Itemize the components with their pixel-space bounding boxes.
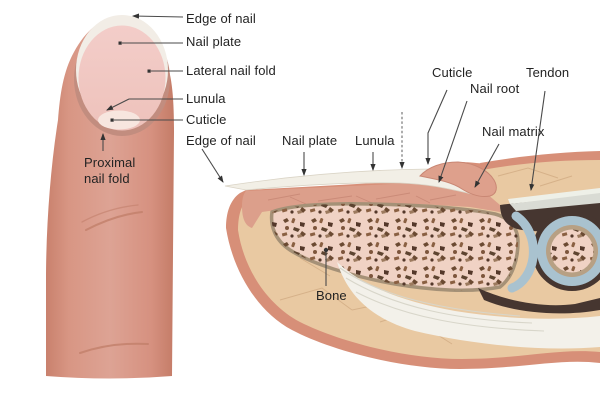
label-cuticle-cs: Cuticle (432, 65, 473, 80)
label-edge-of-nail-cs: Edge of nail (186, 133, 256, 148)
finger-crease-upper-2 (81, 204, 139, 223)
cs-capsule-bottom (478, 288, 600, 314)
cs-tendon-fibers (339, 267, 545, 332)
label-nail-plate-cs: Nail plate (282, 133, 338, 148)
leader-tendon (529, 90, 546, 191)
leader-lines (100, 13, 546, 286)
label-nail-matrix: Nail matrix (482, 124, 545, 139)
leader-nail-matrix (474, 143, 500, 188)
leader-lunula-top (106, 98, 183, 111)
label-cuticle-top: Cuticle (186, 112, 227, 127)
leader-edge-of-nail-top (132, 13, 184, 19)
nail-plate-top (78, 25, 166, 131)
label-lunula-cs: Lunula (355, 133, 395, 148)
leader-bone-dot (323, 247, 329, 253)
leader-nail-root (438, 100, 468, 183)
leader-lateral-dot (147, 69, 151, 73)
cs-bone-speckle-fill (271, 203, 518, 291)
cs-joint-cartilage (507, 211, 538, 293)
label-nail-root: Nail root (470, 81, 520, 96)
leader-nail-plate-top-dot (118, 41, 122, 45)
label-lunula-top: Lunula (186, 91, 226, 106)
cs-extensor-highlight (508, 188, 600, 204)
finger-top-view (46, 15, 174, 379)
label-lateral-nail-fold: Lateral nail fold (186, 63, 276, 78)
finger-cross-section (224, 151, 600, 369)
leader-cuticle-top-dot (110, 118, 114, 122)
label-proximal-nail-fold: Proximal nail fold (84, 155, 135, 187)
label-nail-plate-top: Nail plate (186, 34, 242, 49)
finger-crease-lower (79, 342, 149, 354)
label-bone: Bone (316, 288, 347, 303)
cs-joint (507, 211, 600, 293)
cs-extensor-tendon (510, 193, 600, 211)
label-proximal-line1: Proximal (84, 155, 136, 170)
cs-nail-bed-crackle (267, 192, 457, 205)
finger-crease-upper-1 (85, 211, 143, 231)
label-tendon: Tendon (526, 65, 570, 80)
leader-cuticle-cs (425, 89, 448, 165)
cs-flexor-tendon (337, 262, 600, 349)
label-edge-of-nail-top: Edge of nail (186, 11, 256, 26)
label-proximal-line2: nail fold (84, 171, 130, 186)
leader-edge-of-nail-cs (201, 148, 224, 183)
